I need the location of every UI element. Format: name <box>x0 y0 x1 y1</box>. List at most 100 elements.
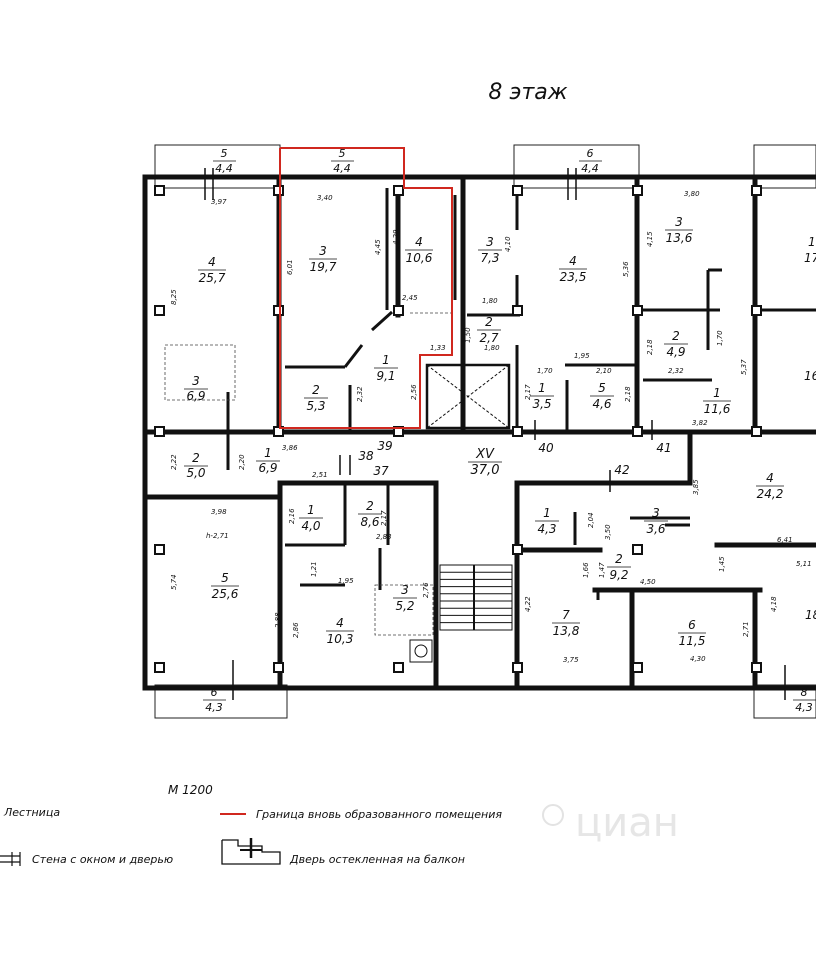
room-label: 64,3 <box>203 686 226 714</box>
column <box>632 662 643 673</box>
room-number: 5 <box>221 147 228 160</box>
new-premise-boundary <box>279 147 453 429</box>
room-label: 14,3 <box>535 506 559 536</box>
room-label: 24,9 <box>664 329 688 359</box>
elevator-shaft <box>425 363 511 430</box>
dimension: 1,47 <box>598 562 606 578</box>
room-area: 4,6 <box>592 397 611 411</box>
room-area: 8,6 <box>360 515 379 529</box>
room-number: 3 <box>486 235 494 249</box>
space-number: 40 <box>538 441 554 455</box>
room-number: 4 <box>208 255 216 269</box>
column <box>632 426 643 437</box>
dimension: 4,10 <box>504 236 512 252</box>
dimension: 4,18 <box>770 596 778 612</box>
room-area: 10,6 <box>406 251 433 265</box>
dimension: 2,86 <box>292 622 300 638</box>
room-number: 2 <box>366 499 374 513</box>
room-number: XV <box>475 447 495 462</box>
dimension: 3,86 <box>282 444 298 452</box>
room-number: 2 <box>672 329 680 343</box>
column <box>751 305 762 316</box>
dimension: 1,95 <box>338 577 354 585</box>
room-label: 54,4 <box>331 147 354 175</box>
columns <box>154 185 762 673</box>
space-number: 39 <box>377 439 392 453</box>
floor-title: 8 этаж <box>488 80 567 105</box>
scale-label: М 1200 <box>168 783 213 797</box>
room-number: 1 <box>543 506 551 520</box>
dimension: 2,16 <box>288 508 296 524</box>
room-area: 17 <box>804 251 816 265</box>
column <box>273 426 284 437</box>
shaft-small <box>409 639 433 663</box>
room-label: 28,6 <box>358 499 382 529</box>
column <box>393 662 404 673</box>
column <box>751 185 762 196</box>
room-area: 6,9 <box>258 461 277 475</box>
room-number: 3 <box>675 215 683 229</box>
dimension: 2,32 <box>668 367 684 375</box>
column <box>512 426 523 437</box>
column <box>632 185 643 196</box>
room-label: 35,2 <box>393 583 417 613</box>
room-area: 4,4 <box>333 162 351 175</box>
legend-stairs-label: Лестница <box>3 806 60 819</box>
outer-wall <box>142 174 816 691</box>
dimension: 2,88 <box>274 612 282 628</box>
legend-wall-icon <box>0 852 21 866</box>
shaft-outline <box>425 363 511 430</box>
watermark-logo-icon <box>542 804 564 826</box>
dimension: 2,04 <box>587 512 595 528</box>
column <box>512 305 523 316</box>
dimension-labels: 3,97 3,40 6,01 4,45 4,29 2,45 1,33 2,56 … <box>170 190 812 664</box>
room-number: 3 <box>192 374 200 388</box>
room-label: 313,6 <box>665 215 693 245</box>
room-label: 54,6 <box>590 381 614 411</box>
room-number: 4 <box>336 616 344 630</box>
dimension: 1,70 <box>716 330 724 346</box>
dimension: 4,22 <box>524 596 532 612</box>
room-number: 2 <box>192 451 200 465</box>
room-label: 425,7 <box>198 255 226 285</box>
column <box>512 544 523 555</box>
room-label: 111,6 <box>703 386 731 416</box>
legend-balcony-door-icon <box>221 838 281 865</box>
room-label: 424,2 <box>756 471 784 501</box>
dimension: 2,17 <box>380 510 388 526</box>
drain-icon <box>414 644 428 658</box>
room-number: 1 <box>382 353 390 367</box>
column <box>512 185 523 196</box>
dimension: 1,33 <box>430 344 446 352</box>
partitions <box>226 188 816 600</box>
dimension: 6,01 <box>286 259 294 275</box>
room-area: 10,3 <box>327 632 354 646</box>
dimension: 8,25 <box>170 289 178 305</box>
shaft-cross <box>426 364 510 429</box>
space-number: 37 <box>373 464 389 478</box>
column <box>632 544 643 555</box>
dimension: 1,95 <box>574 352 590 360</box>
room-area: 4,9 <box>666 345 685 359</box>
column <box>154 305 165 316</box>
dimension: 2,20 <box>238 454 246 470</box>
room-area: 25,6 <box>212 587 239 601</box>
room-number: 5 <box>598 381 606 395</box>
room-area: 11,6 <box>704 402 731 416</box>
column <box>154 662 165 673</box>
room-label: 29,2 <box>607 552 631 582</box>
room-area: 5,2 <box>395 599 414 613</box>
room-label: 410,3 <box>326 616 354 646</box>
room-area: 37,0 <box>471 463 500 478</box>
room-area: 9,2 <box>609 568 628 582</box>
room-label: 84,3 <box>793 686 816 714</box>
balcony-outline <box>753 144 816 189</box>
column <box>154 544 165 555</box>
room-area: 4,3 <box>795 701 813 714</box>
dashed-area <box>374 584 434 636</box>
dimension: 4,29 <box>392 229 400 245</box>
room-number: 3 <box>652 506 660 520</box>
room-area: 4,3 <box>205 701 223 714</box>
partition <box>343 344 364 368</box>
dashed-outlines <box>164 312 452 636</box>
